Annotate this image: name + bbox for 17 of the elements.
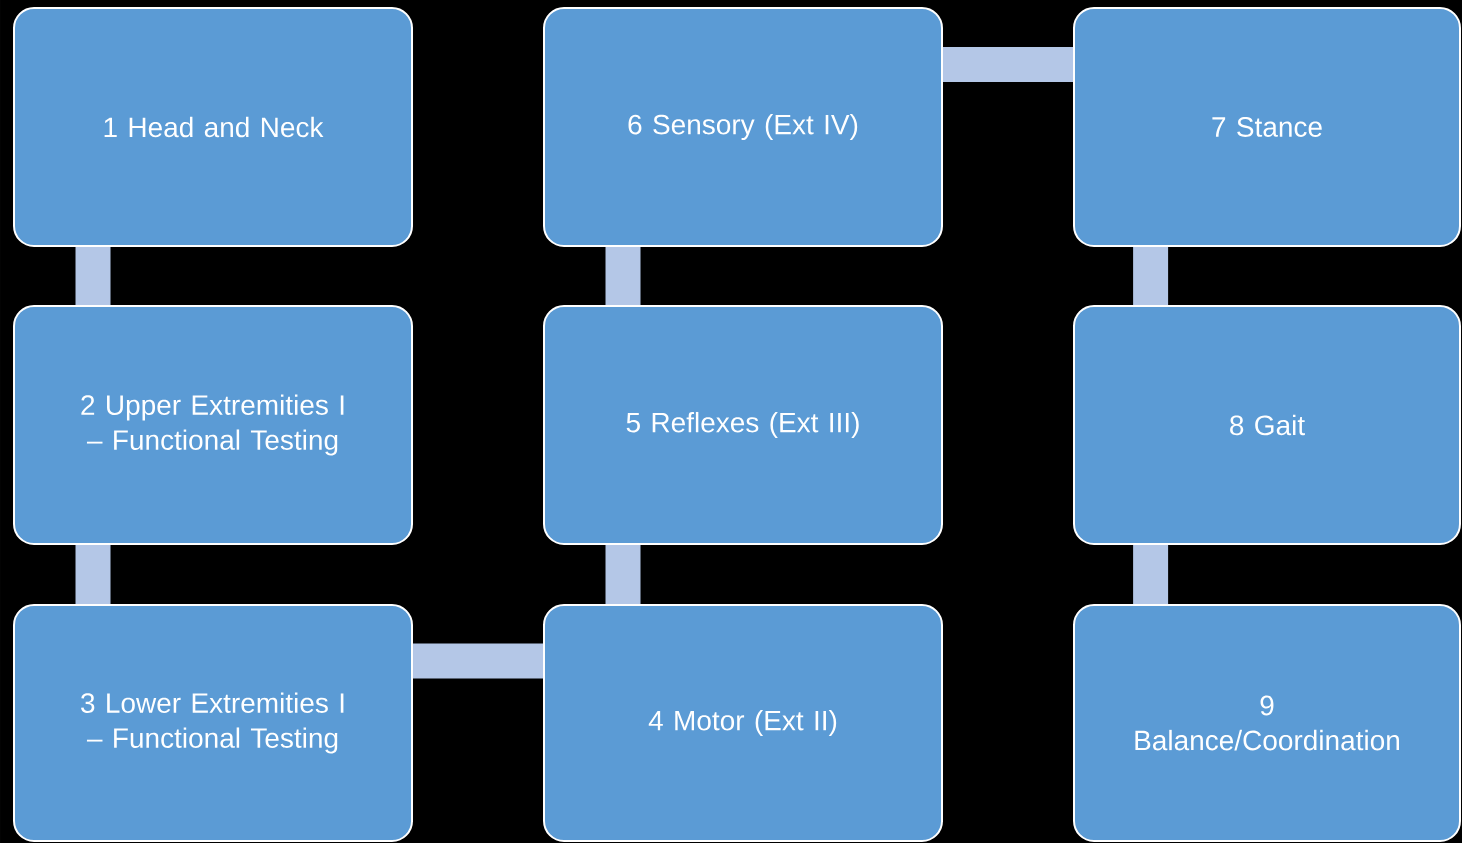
process-box: 8 Gait: [1073, 305, 1461, 545]
connector-bar: [75, 247, 111, 305]
process-box: 1 Head and Neck: [13, 7, 413, 247]
connector-bar: [605, 545, 641, 604]
connector-bar: [413, 643, 543, 679]
process-box: 2 Upper Extremities I – Functional Testing: [13, 305, 413, 545]
connector-bar: [1133, 545, 1169, 604]
connector-bar: [1133, 247, 1169, 305]
process-box: 4 Motor (Ext II): [543, 604, 943, 842]
process-box: 9 Balance/Coordination: [1073, 604, 1461, 842]
process-box: 3 Lower Extremities I – Functional Testing: [13, 604, 413, 842]
process-box: 7 Stance: [1073, 7, 1461, 247]
connector-bar: [75, 545, 111, 604]
process-box: 5 Reflexes (Ext III): [543, 305, 943, 545]
connector-bar: [943, 47, 1073, 83]
process-box: 6 Sensory (Ext IV): [543, 7, 943, 247]
connector-bar: [605, 247, 641, 305]
